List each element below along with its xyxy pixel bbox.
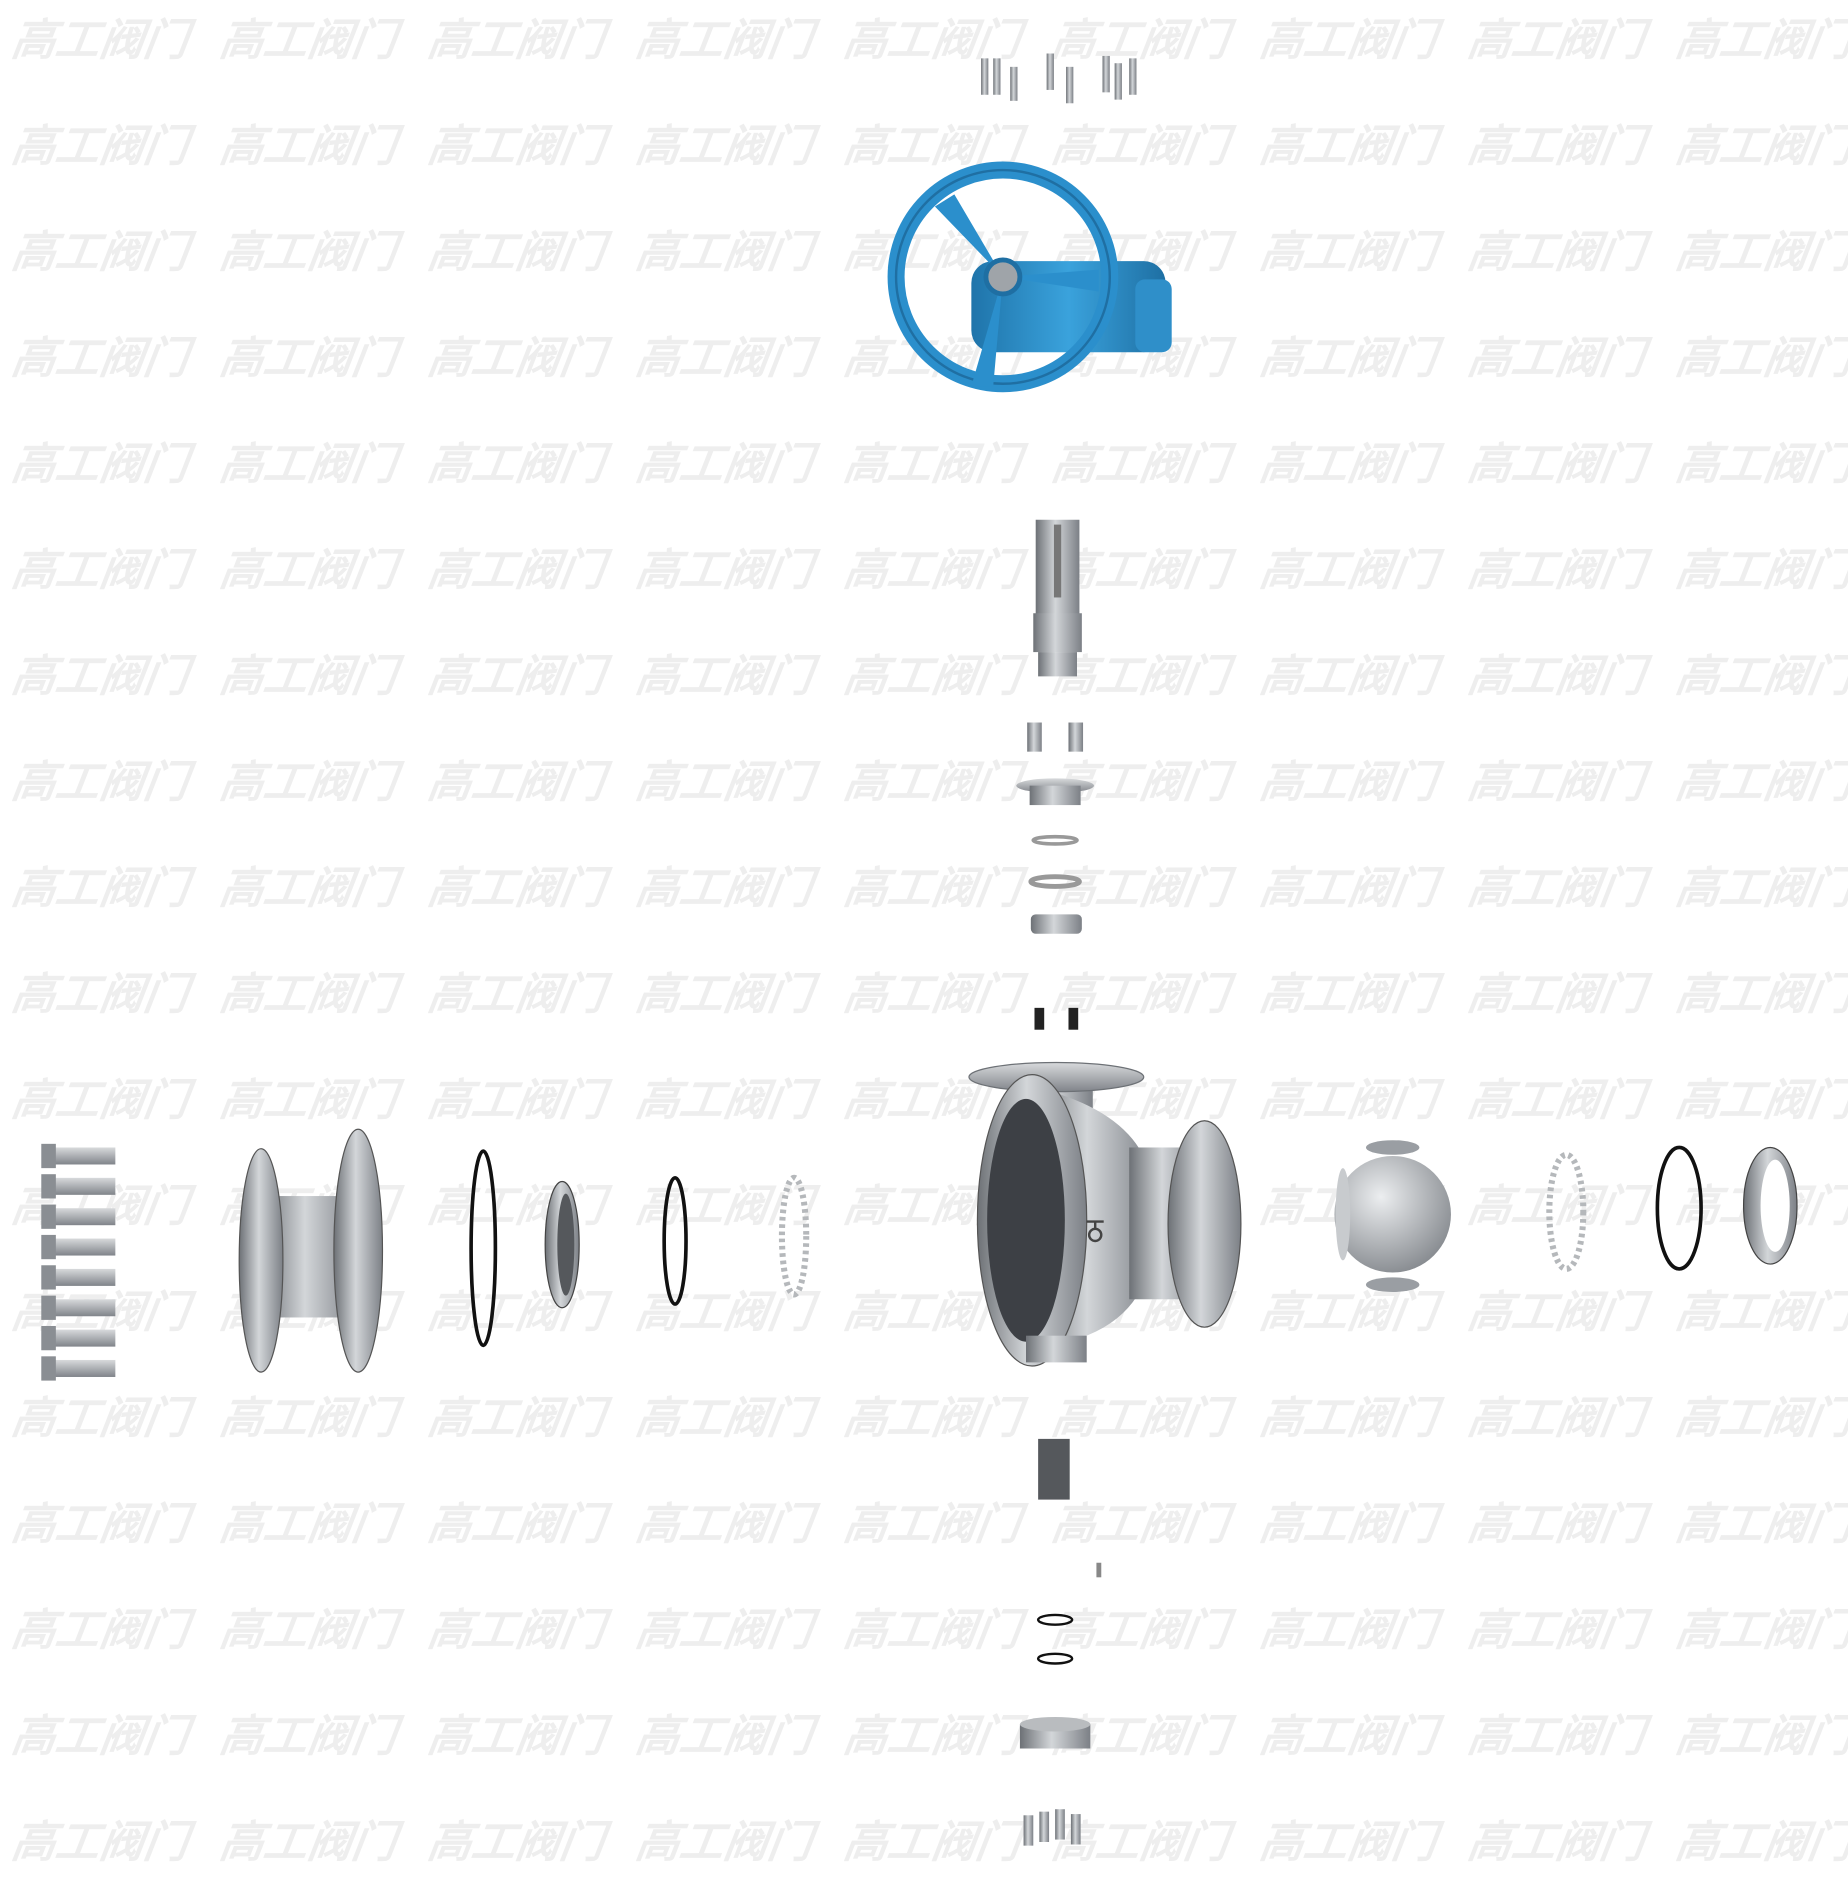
o-ring-left-large xyxy=(469,1149,498,1348)
ball xyxy=(1334,1140,1451,1292)
top-bolts xyxy=(981,53,1137,104)
flange-bolt xyxy=(48,1268,116,1286)
flange-bolt xyxy=(48,1329,116,1347)
flange-bolt xyxy=(48,1208,116,1226)
bolt-head xyxy=(41,1204,56,1229)
bolt-head xyxy=(41,1234,56,1260)
spring-ring-right xyxy=(1546,1151,1587,1272)
flange-bolt xyxy=(48,1299,116,1317)
flange-bolt xyxy=(48,1147,116,1165)
flange-bolt xyxy=(48,1359,116,1377)
left-bolts xyxy=(41,1143,116,1381)
bolt-head xyxy=(41,1143,56,1169)
flange-bolt xyxy=(48,1177,116,1195)
spring-ring-left xyxy=(778,1174,810,1298)
handwheel-gearbox xyxy=(887,161,1172,393)
o-ring-left-small xyxy=(662,1176,688,1306)
left-end-cap xyxy=(238,1128,384,1373)
bolt-head xyxy=(41,1265,56,1290)
seat-ring-left xyxy=(544,1180,580,1309)
bolt-head xyxy=(41,1356,56,1381)
gland-parts xyxy=(1016,722,1094,1030)
valve-body xyxy=(968,1061,1242,1367)
bolt-head xyxy=(41,1295,56,1320)
flange-bolt xyxy=(48,1238,116,1256)
bottom-parts xyxy=(1019,1438,1102,1846)
bolt-head xyxy=(41,1325,56,1351)
stem xyxy=(1033,519,1082,677)
bolt-head xyxy=(41,1174,56,1199)
seat-ring-right xyxy=(1742,1146,1798,1265)
o-ring-right xyxy=(1655,1145,1703,1271)
brand-logo xyxy=(1086,1220,1104,1243)
